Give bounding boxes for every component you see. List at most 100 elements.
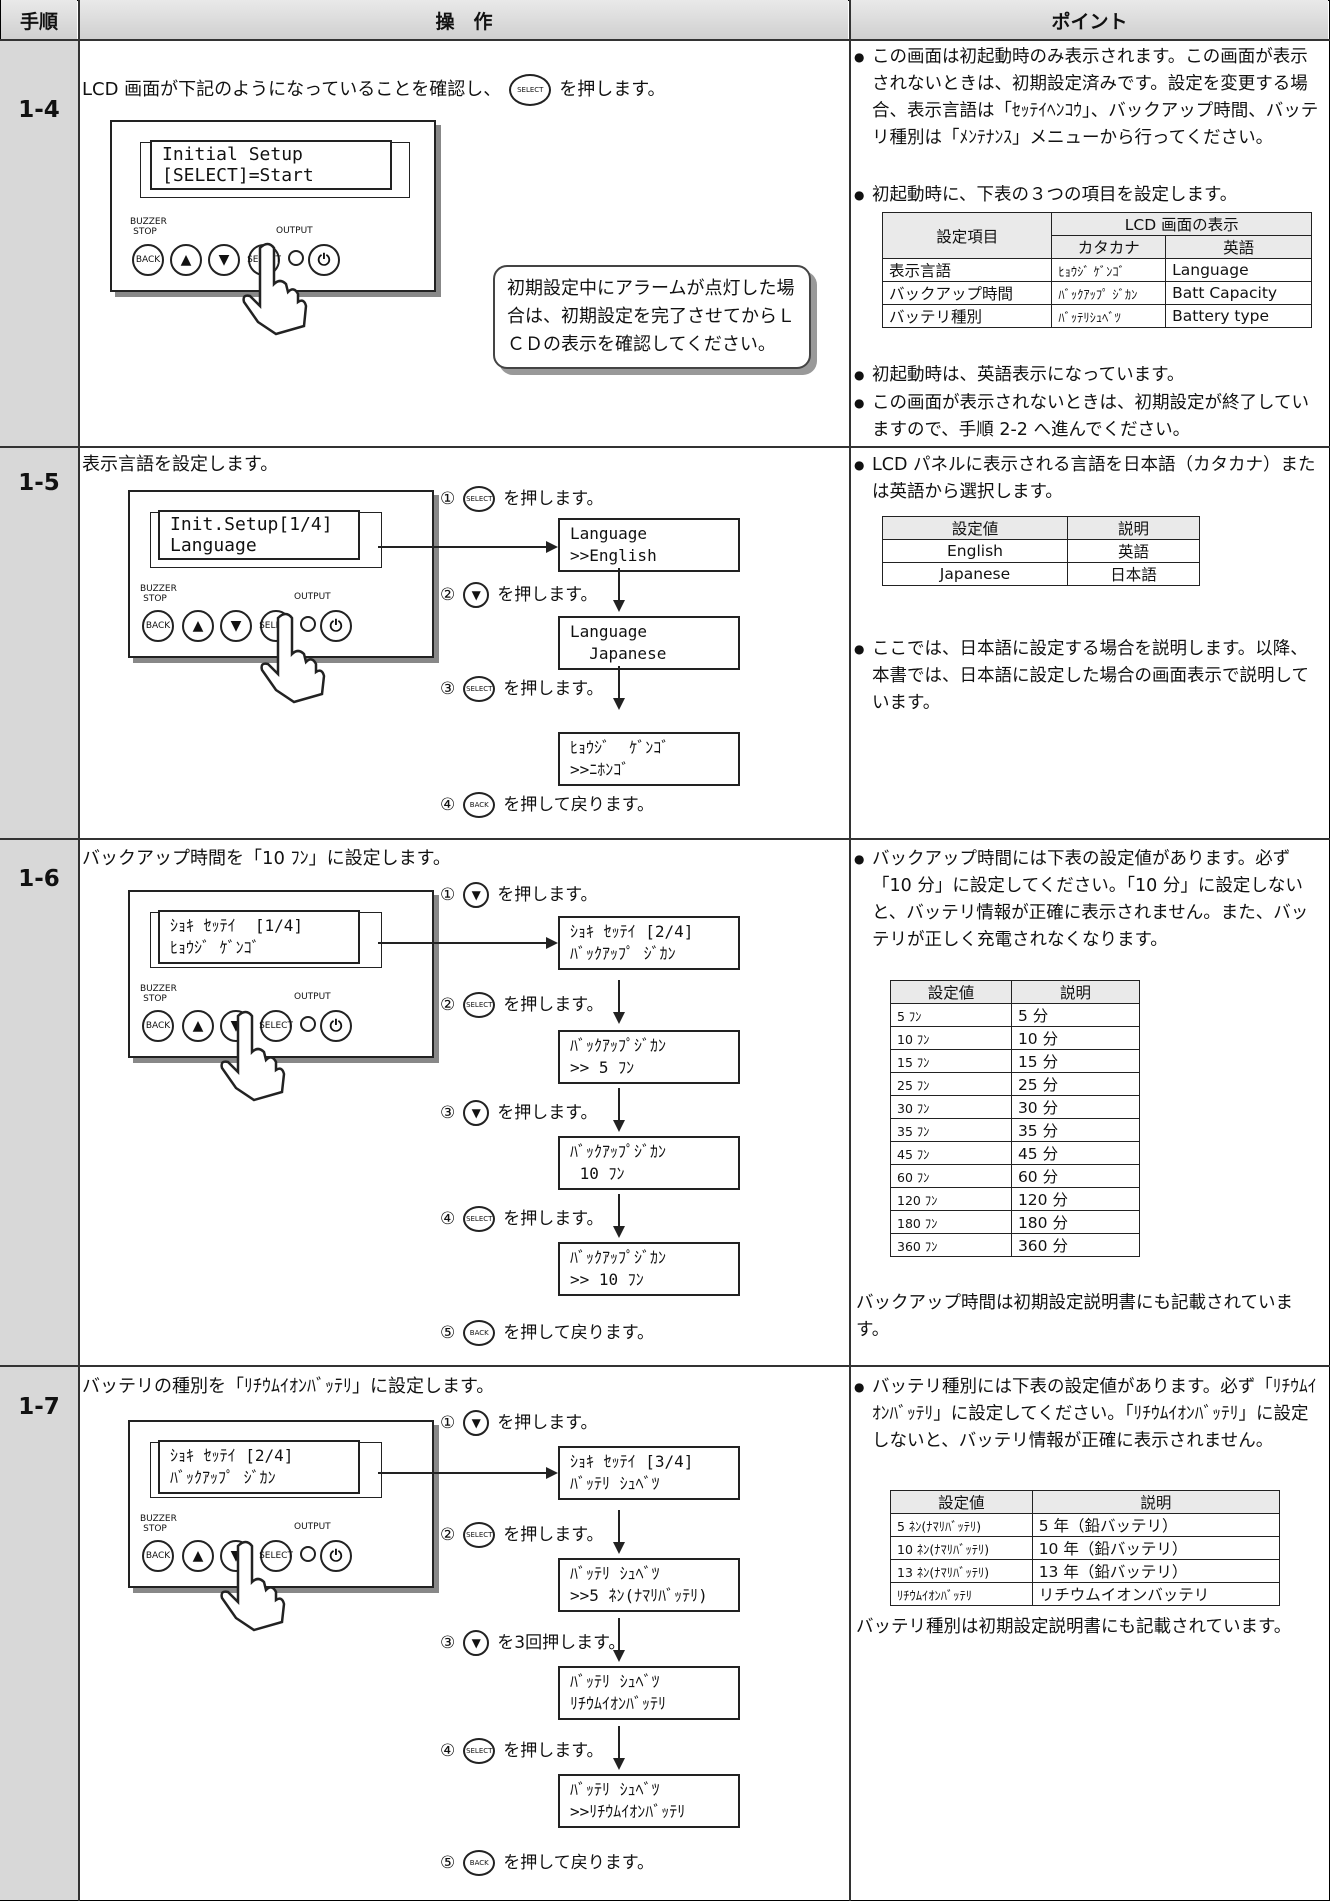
op-step: ① ▼ を押します。 [440, 882, 598, 908]
up-button[interactable]: ▲ [170, 244, 202, 276]
power-button[interactable]: ⏻ [320, 1010, 352, 1042]
select-button[interactable]: SELECT [259, 1540, 293, 1572]
point-text: この画面が表示されないときは、初期設定が終了していますので、手順 2-2 へ進ん… [854, 390, 1320, 444]
table-cell: 45 ﾌﾝ [890, 1141, 1012, 1165]
step-marker: ③ [440, 1633, 456, 1653]
point-text: バッテリ種別には下表の設定値があります。必ず「ﾘﾁｳﾑｲｵﾝﾊﾞｯﾃﾘ」に設定し… [854, 1374, 1320, 1455]
buzzer-stop-label: BUZZER STOP [140, 984, 177, 1004]
op-text: を押して戻ります。 [503, 795, 655, 815]
select-button[interactable]: SELECT [259, 1010, 293, 1042]
table-cell: 10 年（鉛バッテリ） [1031, 1536, 1281, 1560]
table-header: 設定項目 [881, 212, 1053, 259]
table-cell: 表示言語 [881, 258, 1053, 282]
arrow-icon [378, 937, 558, 949]
lcd-screen: Init.Setup[1/4] Language [158, 510, 360, 560]
back-button[interactable]: BACK [132, 244, 164, 276]
arrow-down-icon [613, 568, 625, 612]
table-header: 説明 [1066, 516, 1201, 540]
step-marker: ④ [440, 1209, 456, 1229]
table-cell: 日本語 [1066, 562, 1201, 586]
down-button[interactable]: ▼ [220, 610, 252, 642]
divider [78, 0, 80, 1901]
header-step: 手順 [1, 0, 77, 40]
op-step: ① SELECT を押します。 [440, 486, 604, 512]
step-marker: ③ [440, 1103, 456, 1123]
alarm-note-callout: 初期設定中にアラームが点灯した場合は、初期設定を完了させてからＬＣＤの表示を確認… [493, 265, 811, 369]
battery-type-table: 設定値 説明 5 ﾈﾝ(ﾅﾏﾘﾊﾞｯﾃﾘ)5 年（鉛バッテリ） 10 ﾈﾝ(ﾅﾏ… [890, 1490, 1281, 1606]
point-text: バックアップ時間には下表の設定値があります。必ず「10 分」に設定してください。… [854, 846, 1320, 954]
divider [0, 838, 1330, 840]
table-cell: English [882, 539, 1068, 563]
table-header: カタカナ [1051, 235, 1167, 259]
table-cell: 180 分 [1010, 1210, 1141, 1234]
step-number: 1-7 [18, 1394, 60, 1420]
table-cell: Battery type [1165, 304, 1312, 328]
header-operation: 操 作 [80, 0, 848, 40]
lcd-screen: ｼｮｷ ｾｯﾃｲ [2/4] ﾊﾞｯｸｱｯﾌﾟ ｼﾞｶﾝ [558, 916, 740, 970]
select-button-icon: SELECT [463, 1206, 496, 1232]
step-marker: ③ [440, 679, 456, 699]
op-step: ⑤ BACK を押して戻ります。 [440, 1320, 654, 1346]
table-cell: 5 ﾈﾝ(ﾅﾏﾘﾊﾞｯﾃﾘ) [890, 1513, 1033, 1537]
table-cell: ﾘﾁｳﾑｲｵﾝﾊﾞｯﾃﾘ [890, 1582, 1033, 1606]
step-marker: ① [440, 885, 456, 905]
back-button[interactable]: BACK [142, 1010, 174, 1042]
op-step: ③ ▼ を押します。 [440, 1100, 598, 1126]
step-marker: ① [440, 1413, 456, 1433]
lcd-screen: Language >>English [558, 518, 740, 572]
select-button-icon: SELECT [463, 1738, 496, 1764]
step-intro: 表示言語を設定します。 [82, 454, 279, 475]
point-text: ここでは、日本語に設定する場合を説明します。以降、本書では、日本語に設定した場合… [854, 636, 1320, 717]
table-cell: Batt Capacity [1165, 281, 1312, 305]
output-label: OUTPUT [294, 992, 331, 1002]
op-text: を押します。 [497, 885, 598, 905]
op-text: を押して戻ります。 [503, 1853, 655, 1873]
arrow-icon [378, 541, 558, 553]
lcd-screen: ﾊﾞｯｸｱｯﾌﾟｼﾞｶﾝ >> 10 ﾌﾝ [558, 1242, 740, 1296]
table-header: 設定値 [882, 516, 1068, 540]
lcd-screen: ｼｮｷ ｾｯﾃｲ [1/4] ﾋｮｳｼﾞ ｹﾞﾝｺﾞ [158, 910, 360, 964]
step-marker: ⑤ [440, 1853, 456, 1873]
table-cell: 15 ﾌﾝ [890, 1049, 1012, 1073]
power-button[interactable]: ⏻ [320, 610, 352, 642]
table-cell: 360 ﾌﾝ [890, 1233, 1012, 1257]
arrow-down-icon [613, 1088, 625, 1132]
table-row: 5 ﾈﾝ(ﾅﾏﾘﾊﾞｯﾃﾘ)5 年（鉛バッテリ） [890, 1513, 1281, 1537]
power-button[interactable]: ⏻ [320, 1540, 352, 1572]
table-cell: 30 分 [1010, 1095, 1141, 1119]
power-button[interactable]: ⏻ [308, 244, 340, 276]
hand-pointer-icon [220, 1540, 286, 1632]
output-label: OUTPUT [294, 1522, 331, 1532]
table-cell: 25 ﾌﾝ [890, 1072, 1012, 1096]
up-button[interactable]: ▲ [182, 610, 214, 642]
back-button[interactable]: BACK [142, 610, 174, 642]
output-label: OUTPUT [294, 592, 331, 602]
down-button[interactable]: ▼ [208, 244, 240, 276]
table-cell: 35 分 [1010, 1118, 1141, 1142]
table-row: 表示言語 ﾋｮｳｼﾞ ｹﾞﾝｺﾞ Language [881, 258, 1312, 282]
buzzer-stop-label: BUZZER STOP [130, 217, 167, 237]
table-cell: 180 ﾌﾝ [890, 1210, 1012, 1234]
down-button-icon: ▼ [463, 582, 490, 608]
step-marker: ① [440, 489, 456, 509]
output-led [300, 616, 316, 632]
table-cell: バッテリ種別 [881, 304, 1053, 328]
op-text: を押します。 [503, 1741, 604, 1761]
down-button-icon: ▼ [463, 1410, 490, 1436]
arrow-down-icon [613, 666, 625, 710]
up-button[interactable]: ▲ [182, 1540, 214, 1572]
table-row: 10 ﾈﾝ(ﾅﾏﾘﾊﾞｯﾃﾘ)10 年（鉛バッテリ） [890, 1536, 1281, 1560]
back-button[interactable]: BACK [142, 1540, 174, 1572]
step-marker: ② [440, 995, 456, 1015]
lcd-screen: ﾊﾞｯﾃﾘ ｼｭﾍﾞﾂ >>ﾘﾁｳﾑｲｵﾝﾊﾞｯﾃﾘ [558, 1774, 740, 1828]
lcd-screen: ﾊﾞｯﾃﾘ ｼｭﾍﾞﾂ >>5 ﾈﾝ(ﾅﾏﾘﾊﾞｯﾃﾘ) [558, 1558, 740, 1612]
up-button[interactable]: ▲ [182, 1010, 214, 1042]
table-cell: 10 ﾌﾝ [890, 1026, 1012, 1050]
table-cell: 15 分 [1010, 1049, 1141, 1073]
